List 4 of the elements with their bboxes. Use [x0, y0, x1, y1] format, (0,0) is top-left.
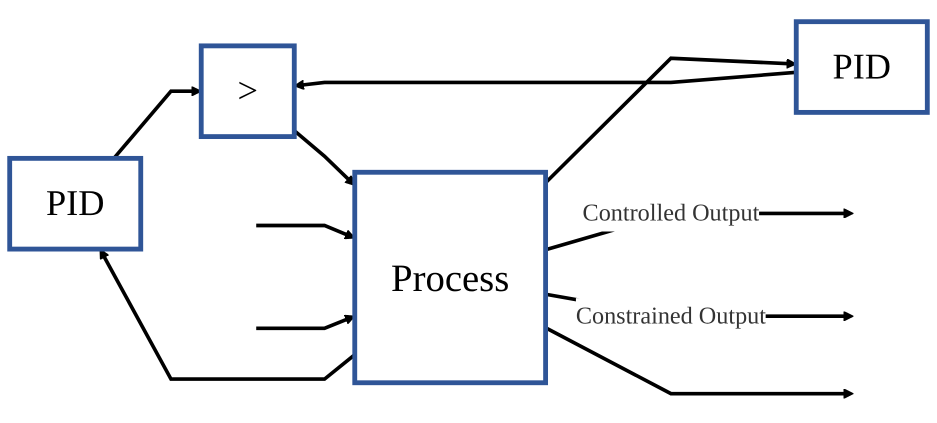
block-box: > — [198, 43, 297, 139]
block-box: Process — [352, 169, 548, 385]
block-box: PID — [794, 18, 930, 114]
block-box: PID — [7, 156, 144, 252]
